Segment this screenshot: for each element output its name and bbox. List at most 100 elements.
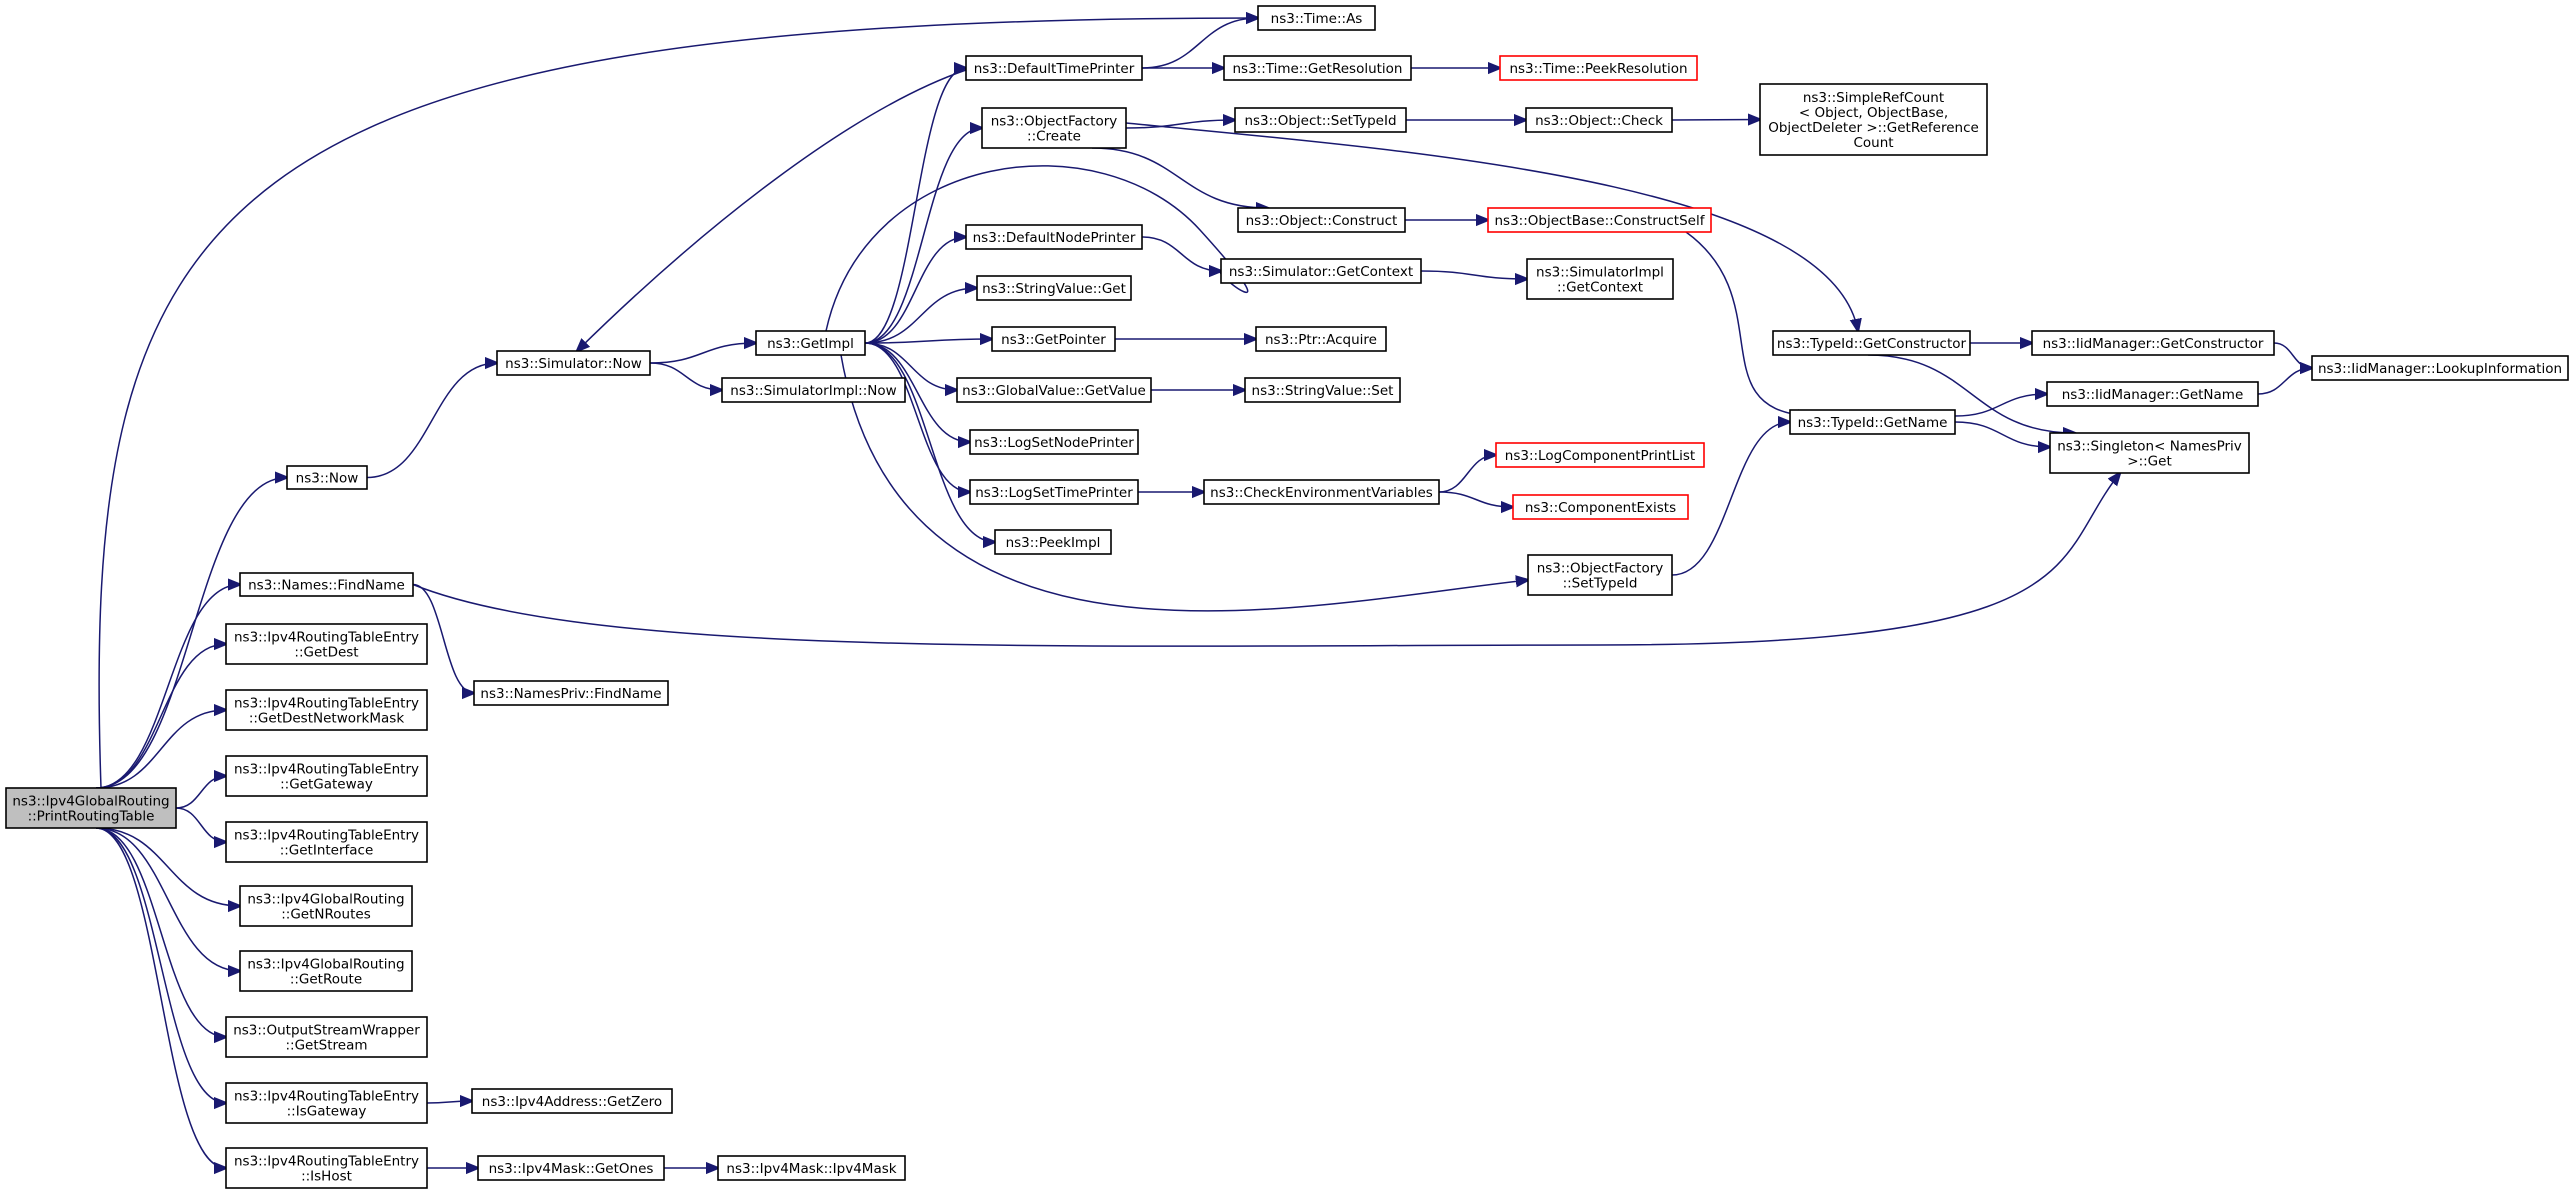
node-label: ns3::SimulatorImpl::Now — [730, 383, 896, 399]
node-singleton-get[interactable]: ns3::Singleton< NamesPriv>::Get — [2049, 432, 2250, 474]
node-globalvalue-getvalue[interactable]: ns3::GlobalValue::GetValue — [956, 377, 1152, 403]
node-logsetnodeprinter[interactable]: ns3::LogSetNodePrinter — [969, 429, 1139, 455]
node-box — [225, 755, 428, 797]
node-box — [965, 224, 1143, 250]
node-peekimpl[interactable]: ns3::PeekImpl — [994, 529, 1112, 555]
edge-getimpl-to-simulator-getcontext — [825, 165, 1249, 332]
node-box — [1203, 479, 1440, 505]
edge-getimpl-to-defaultnodeprinter — [864, 237, 966, 344]
node-box — [1499, 55, 1698, 81]
node-label: ns3::LogSetNodePrinter — [974, 435, 1134, 451]
node-label: ns3::CheckEnvironmentVariables — [1210, 485, 1433, 501]
node-box — [1525, 107, 1673, 133]
node-simulatorimpl-now[interactable]: ns3::SimulatorImpl::Now — [721, 377, 906, 403]
node-typeid-getname[interactable]: ns3::TypeId::GetName — [1789, 409, 1956, 435]
node-label: ns3::StringValue::Set — [1252, 383, 1394, 399]
node-names-findname[interactable]: ns3::Names::FindName — [239, 572, 414, 597]
node-componentexists[interactable]: ns3::ComponentExists — [1512, 494, 1689, 520]
node-objectfactory-create[interactable]: ns3::ObjectFactory::Create — [981, 107, 1127, 149]
edge-objectbase-constructself-to-typeid-getname — [1685, 231, 1810, 416]
node-ipv4mask-getones[interactable]: ns3::Ipv4Mask::GetOnes — [477, 1155, 665, 1181]
node-label: ns3::Ipv4RoutingTableEntry — [234, 630, 419, 646]
node-defaulttimeprinter[interactable]: ns3::DefaultTimePrinter — [965, 55, 1143, 81]
node-logsettimeprinter[interactable]: ns3::LogSetTimePrinter — [969, 479, 1139, 505]
node-getstream[interactable]: ns3::OutputStreamWrapper::GetStream — [225, 1016, 428, 1058]
node-time-as[interactable]: ns3::Time::As — [1257, 5, 1376, 31]
node-object-settypeid[interactable]: ns3::Object::SetTypeId — [1234, 107, 1407, 133]
node-label: ns3::DefaultTimePrinter — [974, 61, 1135, 77]
node-iidmanager-getname[interactable]: ns3::IidManager::GetName — [2046, 381, 2259, 407]
edge-root-to-getnroutes — [95, 827, 240, 906]
node-label: ns3::LogSetTimePrinter — [975, 485, 1133, 501]
node-box — [1495, 442, 1705, 468]
edge-objectfactory-create-to-object-construct — [1091, 147, 1268, 208]
node-stringvalue-get[interactable]: ns3::StringValue::Get — [976, 275, 1132, 301]
node-label: ns3::IidManager::LookupInformation — [2318, 361, 2562, 377]
node-object-check[interactable]: ns3::Object::Check — [1525, 107, 1673, 133]
node-namespriv-findname[interactable]: ns3::NamesPriv::FindName — [473, 680, 669, 706]
edge-objectfactory-create-to-object-settypeid — [1125, 120, 1235, 129]
node-box — [473, 680, 669, 706]
node-label: ns3::StringValue::Get — [982, 281, 1126, 297]
node-box — [1220, 258, 1422, 284]
node-label: ns3::Object::Check — [1535, 113, 1663, 129]
node-simulatorimpl-getcontext[interactable]: ns3::SimulatorImpl::GetContext — [1526, 258, 1674, 300]
node-simplerefcount[interactable]: ns3::SimpleRefCount< Object, ObjectBase,… — [1759, 83, 1988, 156]
node-getpointer[interactable]: ns3::GetPointer — [991, 326, 1116, 352]
node-time-peekresolution[interactable]: ns3::Time::PeekResolution — [1499, 55, 1698, 81]
node-box — [969, 479, 1139, 505]
node-box — [225, 689, 428, 731]
node-checkenvironmentvariables[interactable]: ns3::CheckEnvironmentVariables — [1203, 479, 1440, 505]
node-getinterface[interactable]: ns3::Ipv4RoutingTableEntry::GetInterface — [225, 821, 428, 863]
node-time-getresolution[interactable]: ns3::Time::GetResolution — [1223, 55, 1412, 81]
edge-checkenvironmentvariables-to-logcomponentprintlist — [1438, 455, 1496, 493]
node-getdestnetworkmask[interactable]: ns3::Ipv4RoutingTableEntry::GetDestNetwo… — [225, 689, 428, 731]
node-box — [239, 950, 413, 992]
edge-root-to-getroute — [95, 827, 240, 971]
edge-names-findname-to-singleton-get — [412, 473, 2120, 647]
node-box — [496, 350, 651, 376]
node-box — [1772, 330, 1971, 356]
edge-iidmanager-getconstructor-to-iidmanager-lookupinformation — [2273, 342, 2312, 368]
node-label: ns3::Object::SetTypeId — [1244, 113, 1396, 129]
node-label: ns3::GlobalValue::GetValue — [962, 383, 1146, 399]
node-object-construct[interactable]: ns3::Object::Construct — [1237, 207, 1406, 233]
node-logcomponentprintlist[interactable]: ns3::LogComponentPrintList — [1495, 442, 1705, 468]
node-label: ::GetInterface — [280, 843, 374, 859]
node-defaultnodeprinter[interactable]: ns3::DefaultNodePrinter — [965, 224, 1143, 250]
node-stringvalue-set[interactable]: ns3::StringValue::Set — [1244, 377, 1401, 403]
node-typeid-getconstructor[interactable]: ns3::TypeId::GetConstructor — [1772, 330, 1971, 356]
node-simulator-now[interactable]: ns3::Simulator::Now — [496, 350, 651, 376]
edge-root-to-now — [95, 478, 287, 789]
node-ipv4address-getzero[interactable]: ns3::Ipv4Address::GetZero — [471, 1088, 673, 1114]
node-ptr-acquire[interactable]: ns3::Ptr::Acquire — [1255, 326, 1387, 352]
node-objectbase-constructself[interactable]: ns3::ObjectBase::ConstructSelf — [1487, 207, 1712, 233]
edge-getimpl-to-objectfactory-settypeid — [840, 354, 1528, 612]
node-getroute[interactable]: ns3::Ipv4GlobalRouting::GetRoute — [239, 950, 413, 992]
node-iidmanager-lookupinformation[interactable]: ns3::IidManager::LookupInformation — [2311, 355, 2569, 381]
edge-typeid-getname-to-singleton-get — [1954, 421, 2050, 447]
node-ishost[interactable]: ns3::Ipv4RoutingTableEntry::IsHost — [225, 1147, 428, 1189]
node-getgateway[interactable]: ns3::Ipv4RoutingTableEntry::GetGateway — [225, 755, 428, 797]
node-ipv4mask-ipv4mask[interactable]: ns3::Ipv4Mask::Ipv4Mask — [717, 1155, 906, 1181]
node-now[interactable]: ns3::Now — [286, 465, 368, 490]
node-getimpl[interactable]: ns3::GetImpl — [755, 330, 866, 356]
node-box — [225, 821, 428, 863]
node-box — [1244, 377, 1401, 403]
edge-root-to-getdestnetworkmask — [95, 710, 226, 789]
node-label: ::IsGateway — [287, 1104, 367, 1120]
node-objectfactory-settypeid[interactable]: ns3::ObjectFactory::SetTypeId — [1527, 554, 1673, 596]
node-getdest[interactable]: ns3::Ipv4RoutingTableEntry::GetDest — [225, 623, 428, 665]
node-label: ns3::GetPointer — [1001, 332, 1106, 348]
node-iidmanager-getconstructor[interactable]: ns3::IidManager::GetConstructor — [2031, 330, 2275, 356]
node-label: ns3::ObjectBase::ConstructSelf — [1495, 213, 1706, 229]
node-simulator-getcontext[interactable]: ns3::Simulator::GetContext — [1220, 258, 1422, 284]
node-isgateway[interactable]: ns3::Ipv4RoutingTableEntry::IsGateway — [225, 1082, 428, 1124]
node-label: ns3::PeekImpl — [1006, 535, 1101, 551]
edge-root-to-names-findname — [95, 585, 240, 789]
node-label: ns3::ComponentExists — [1525, 500, 1676, 516]
node-label: Count — [1853, 135, 1893, 151]
node-getnroutes[interactable]: ns3::Ipv4GlobalRouting::GetNRoutes — [239, 885, 413, 927]
node-label: ns3::ObjectFactory — [1537, 561, 1664, 577]
node-root[interactable]: ns3::Ipv4GlobalRouting::PrintRoutingTabl… — [5, 787, 177, 829]
